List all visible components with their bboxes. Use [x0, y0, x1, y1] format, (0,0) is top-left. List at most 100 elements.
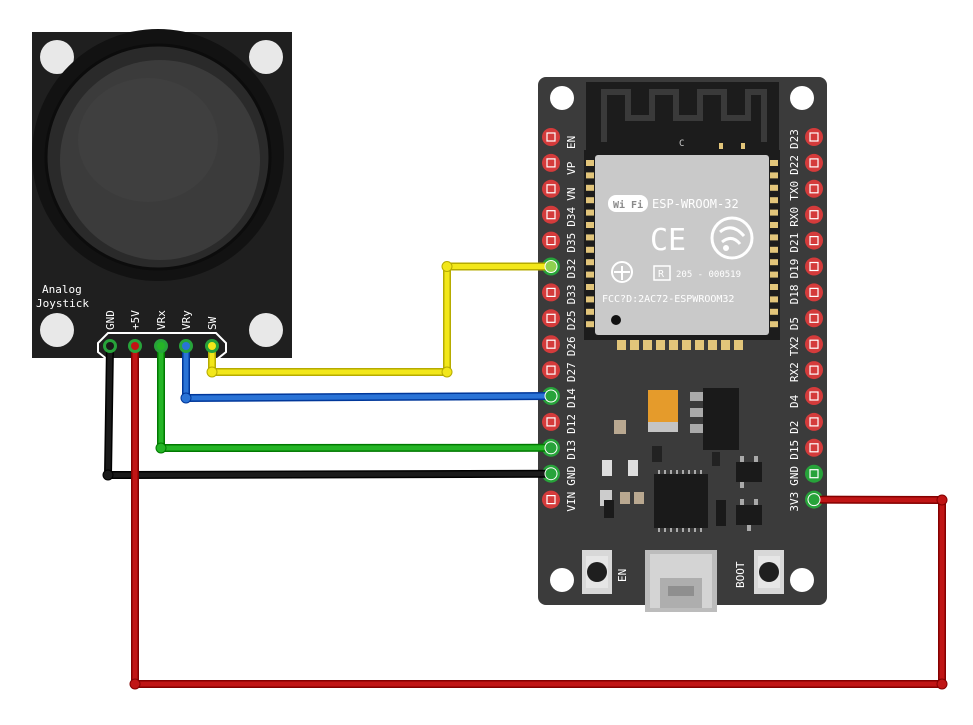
- esp32-pin-label-d15: D15: [788, 440, 801, 460]
- esp32-pin-d5[interactable]: [805, 309, 823, 328]
- joystick-label-1: Analog: [42, 283, 82, 296]
- esp32-pin-vn[interactable]: [542, 179, 560, 198]
- esp32-pin-label-d35: D35: [565, 233, 578, 253]
- esp32-pin-label-d19: D19: [788, 259, 801, 279]
- esp32-pin-label-d4: D4: [788, 394, 801, 408]
- tantalum-capacitor: [648, 390, 678, 428]
- wire-5v-3v3: [129, 342, 948, 690]
- en-button-cap: [587, 562, 607, 582]
- esp32-pin-rx0[interactable]: [805, 205, 823, 224]
- boot-button[interactable]: [754, 550, 784, 594]
- esp32-pin-label-d32: D32: [565, 259, 578, 279]
- mount-hole: [40, 313, 74, 347]
- esp32-pin-label-en: EN: [565, 136, 578, 149]
- joystick-module: Analog Joystick GND +5V VRx VRy SW: [32, 29, 292, 361]
- micro-usb-port[interactable]: [645, 550, 717, 612]
- r-code: 205 - 000519: [676, 270, 741, 280]
- esp32-pin-label-d5: D5: [788, 317, 801, 330]
- antenna-mark: C: [679, 139, 684, 149]
- mount-hole: [790, 568, 814, 592]
- joystick-pin-label-gnd: GND: [104, 310, 117, 330]
- esp32-pin-label-d18: D18: [788, 285, 801, 305]
- esp32-pin-label-gnd: GND: [565, 466, 578, 486]
- usb-uart-chip: [654, 474, 708, 528]
- mount-hole: [249, 40, 283, 74]
- certification-icon: [611, 261, 633, 283]
- esp32-pin-d21[interactable]: [805, 231, 823, 250]
- esp32-pin-label-d25: D25: [565, 310, 578, 330]
- esp32-pin-d4[interactable]: [805, 387, 823, 405]
- ce-mark: CE: [650, 223, 686, 258]
- mount-hole: [790, 86, 814, 110]
- wires: [102, 261, 948, 690]
- en-button[interactable]: [582, 550, 612, 594]
- esp32-pin-label-rx2: RX2: [788, 362, 801, 382]
- esp32-pin-label-vin: VIN: [565, 492, 578, 512]
- esp32-pin-d34[interactable]: [542, 205, 560, 224]
- esp32-board: C Wi Fi ESP-WROOM-32 CE R 205 - 000519 F: [538, 77, 827, 612]
- joystick-pin-label-plus5v: +5V: [129, 310, 142, 330]
- wire-gnd-gnd: [102, 342, 555, 481]
- mount-hole: [550, 86, 574, 110]
- esp32-pin-label-rx0: RX0: [788, 207, 801, 227]
- esp32-pin-d2[interactable]: [805, 412, 823, 431]
- wifi-badge-bg: [608, 195, 648, 212]
- esp32-pin-gnd[interactable]: [805, 464, 823, 483]
- esp32-pin-vin[interactable]: [542, 490, 560, 509]
- wire-vrx-d13: [155, 342, 555, 454]
- esp32-pin-tx2[interactable]: [805, 335, 823, 354]
- esp32-pin-d12[interactable]: [542, 412, 560, 431]
- esp32-pin-d25[interactable]: [542, 309, 560, 328]
- esp32-pin-label-vp: VP: [565, 161, 578, 175]
- wire-vry-d14: [180, 342, 555, 404]
- esp32-pin-d22[interactable]: [805, 153, 823, 172]
- mount-hole: [249, 313, 283, 347]
- boot-button-cap: [759, 562, 779, 582]
- joystick-label-2: Joystick: [36, 297, 89, 310]
- esp32-pin-tx0[interactable]: [805, 179, 823, 198]
- voltage-regulator: [703, 388, 739, 450]
- esp32-pin-label-d21: D21: [788, 233, 801, 253]
- esp32-pin-label-tx2: TX2: [788, 336, 801, 356]
- r-mark: R: [658, 269, 665, 280]
- esp32-pin-rx2[interactable]: [805, 361, 823, 380]
- esp32-pin-d23[interactable]: [805, 128, 823, 146]
- wire-sw-d32: [206, 261, 555, 378]
- esp32-pin-d27[interactable]: [542, 361, 560, 380]
- joystick-pin-label-sw: SW: [206, 316, 219, 330]
- espressif-logo-icon: [710, 216, 754, 260]
- wifi-badge: Wi Fi: [613, 199, 643, 211]
- fcc-id: FCC?D:2AC72-ESPWROOM32: [602, 294, 734, 305]
- esp32-pin-label-d34: D34: [565, 206, 578, 226]
- esp32-pin-label-gnd: GND: [788, 466, 801, 486]
- module-name: ESP-WROOM-32: [652, 197, 739, 211]
- esp32-pin-label-d12: D12: [565, 414, 578, 434]
- esp32-pin-d33[interactable]: [542, 283, 560, 302]
- joystick-pins: GND +5V VRx VRy SW: [104, 310, 219, 330]
- esp32-pin-label-d22: D22: [788, 155, 801, 175]
- esp32-pin-label-d27: D27: [565, 362, 578, 382]
- pin1-dot: [611, 315, 621, 325]
- joystick-pin-label-vrx: VRx: [155, 310, 168, 330]
- joystick-pin-label-vry: VRy: [180, 310, 193, 330]
- antenna-trace: [601, 89, 767, 142]
- esp32-pin-label-d14: D14: [565, 388, 578, 408]
- esp32-pin-label-vn: VN: [565, 188, 578, 201]
- joystick-cap-highlight: [78, 78, 218, 202]
- esp32-pin-label-d33: D33: [565, 285, 578, 305]
- en-button-label: EN: [616, 569, 629, 582]
- esp32-pin-d19[interactable]: [805, 257, 823, 276]
- esp32-pin-d26[interactable]: [542, 335, 560, 354]
- esp32-pin-vp[interactable]: [542, 153, 560, 172]
- esp32-pin-d18[interactable]: [805, 283, 823, 302]
- esp32-pin-d35[interactable]: [542, 231, 560, 250]
- esp32-pin-label-3v3: 3V3: [788, 492, 801, 512]
- esp32-pin-label-d13: D13: [565, 440, 578, 460]
- esp32-pin-d15[interactable]: [805, 438, 823, 457]
- boot-button-label: BOOT: [734, 561, 747, 588]
- esp32-pin-label-d26: D26: [565, 336, 578, 356]
- mount-hole: [550, 568, 574, 592]
- esp32-pin-label-d23: D23: [788, 129, 801, 149]
- esp32-pin-en[interactable]: [542, 128, 560, 146]
